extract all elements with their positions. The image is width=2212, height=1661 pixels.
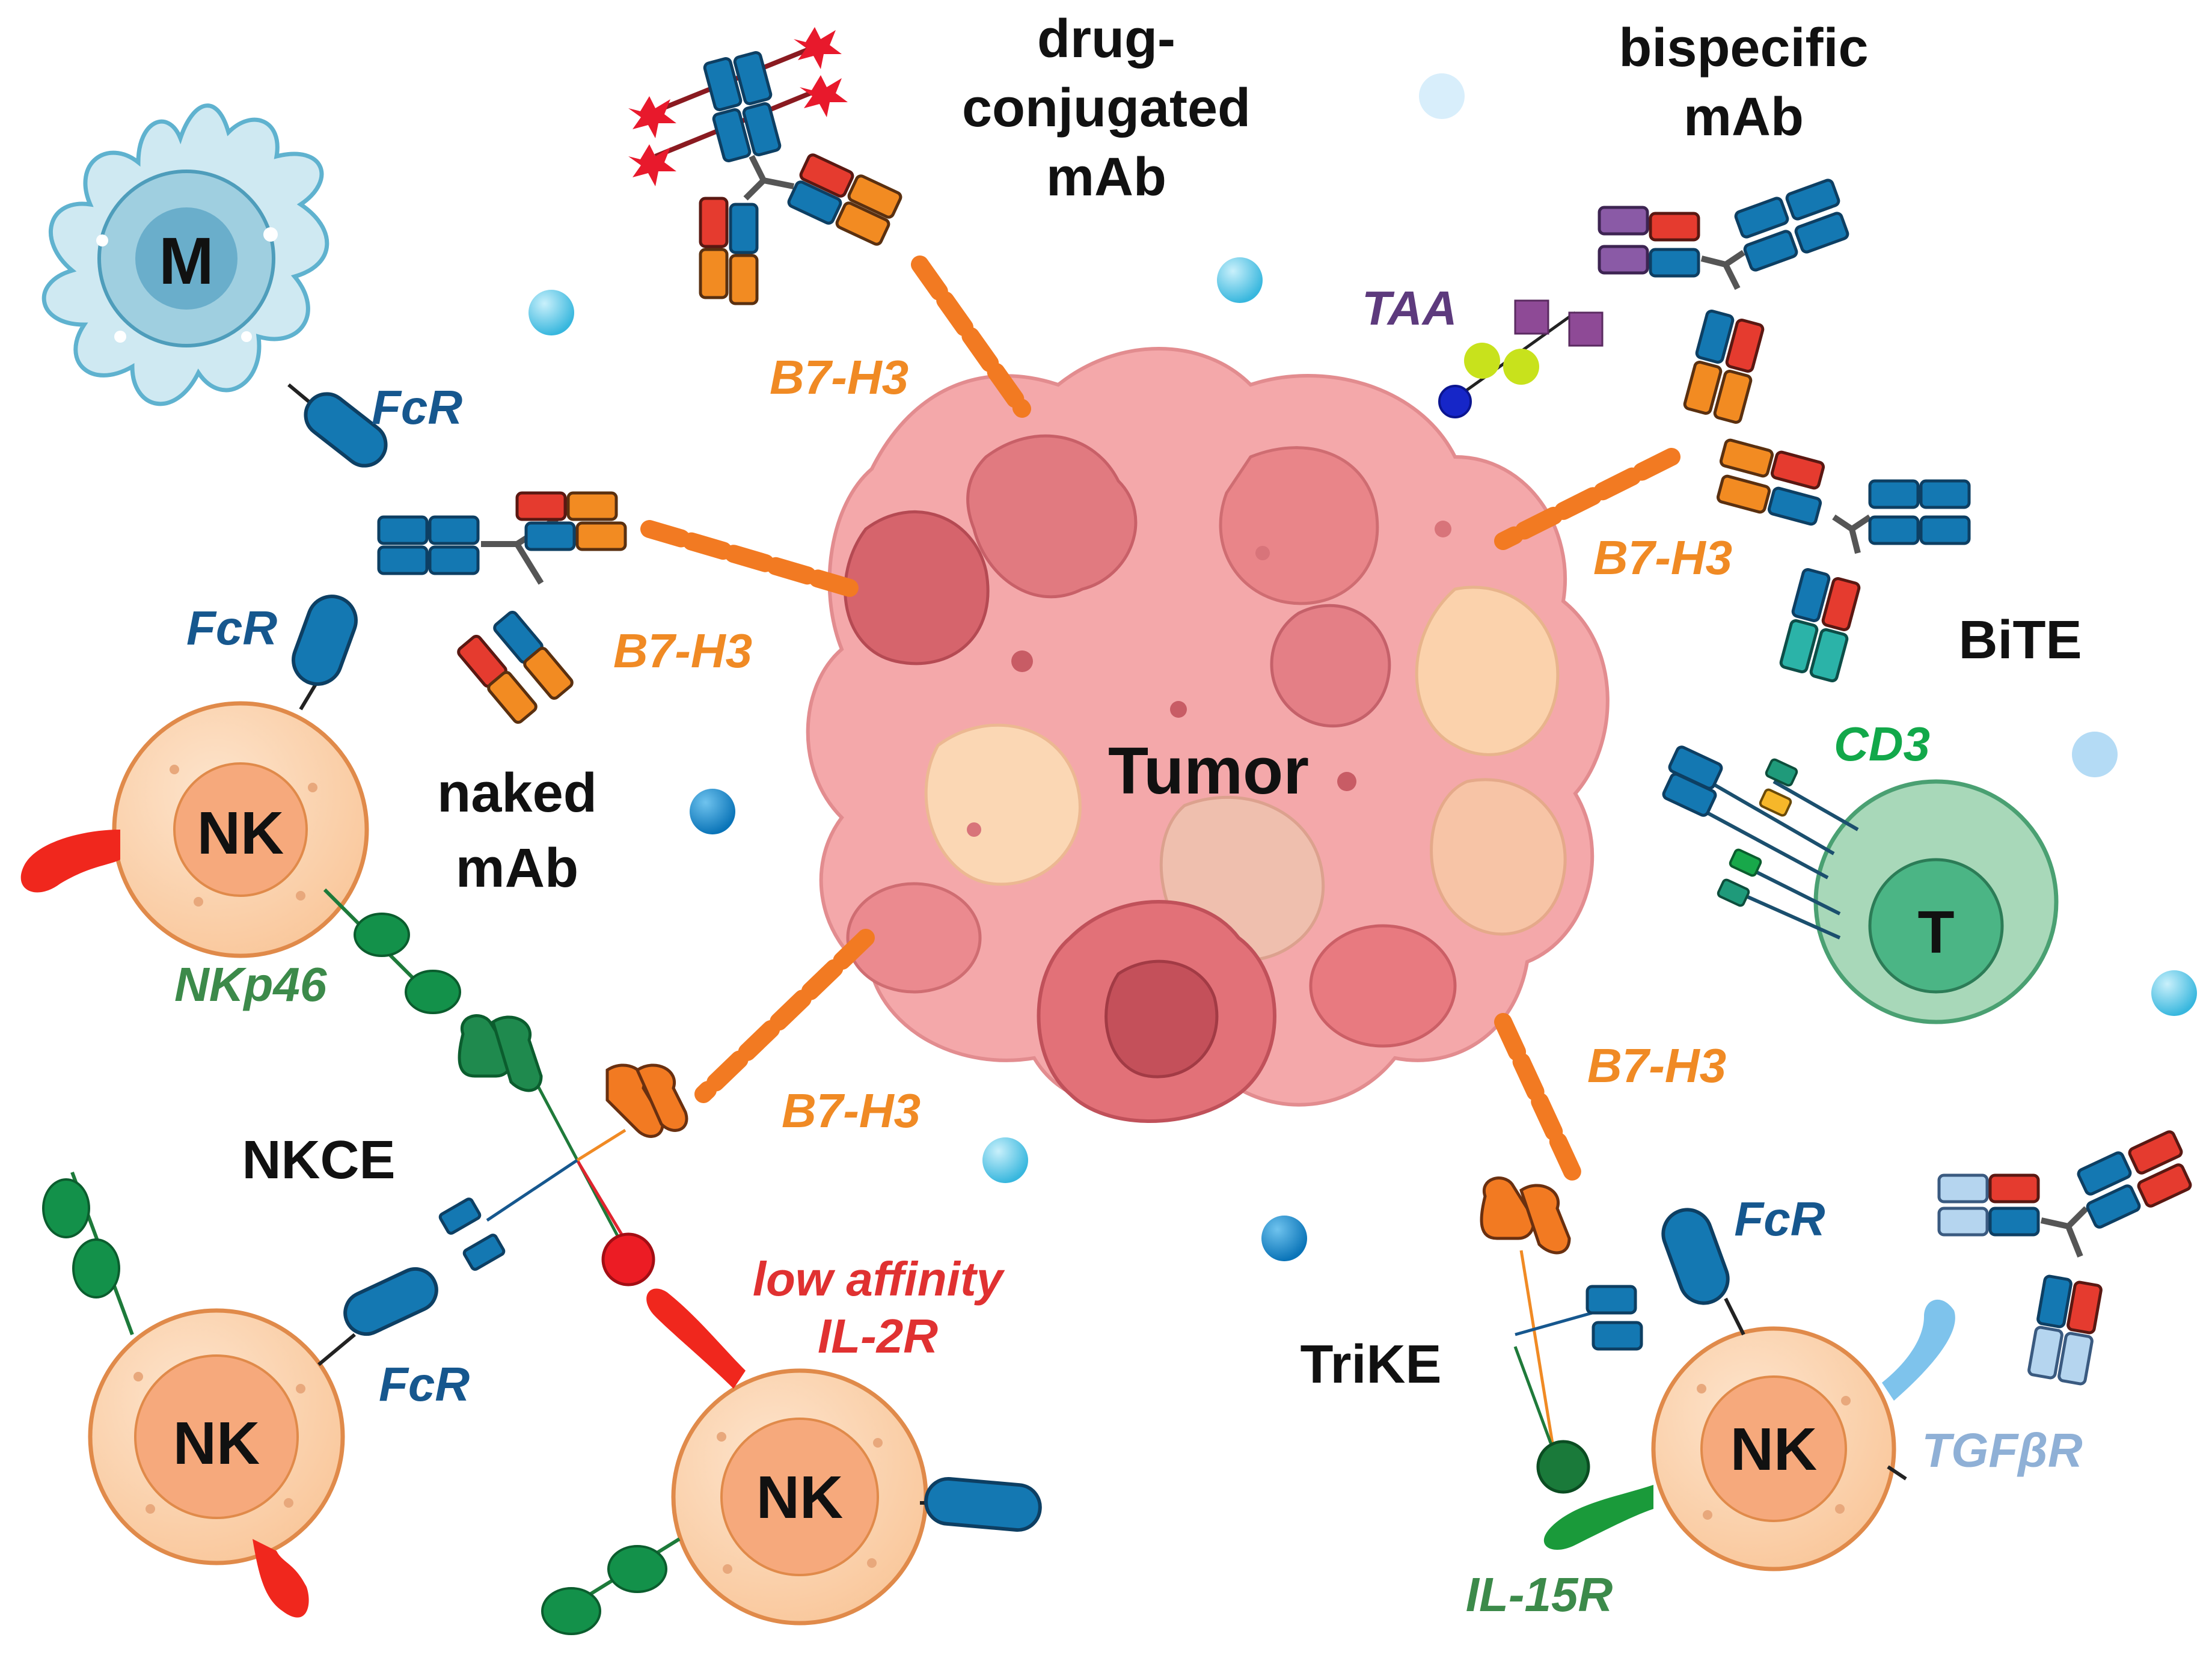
fcr-receptor (292, 595, 358, 686)
nk-label-bottom-center: NK (756, 1464, 843, 1531)
drug-conj-line3: mAb (1046, 147, 1166, 207)
nk-label-upper-left: NK (197, 800, 284, 867)
fcr-label-nk4: FcR (1734, 1192, 1825, 1246)
tgfbr-antibody (1937, 1130, 2192, 1386)
tgfbr-label: TGFβR (1922, 1424, 2083, 1477)
fcr-label-macrophage: FcR (372, 381, 462, 434)
il2r-label-line2: IL-2R (818, 1309, 938, 1363)
nk-cell-lower-right (1543, 1208, 1955, 1571)
drug-conj-line2: conjugated (962, 78, 1251, 138)
nkce-engager (438, 1014, 688, 1286)
il2r-label-line1: low affinity (753, 1252, 1005, 1306)
t-cell-label: T (1917, 899, 1954, 966)
nk-label-lower-left: NK (173, 1410, 260, 1477)
nkp46-receptor (323, 888, 461, 1014)
cd3-label: CD3 (1834, 717, 1930, 771)
fcr-label-nk2: FcR (379, 1357, 470, 1411)
nk-label-lower-right: NK (1730, 1416, 1817, 1483)
macrophage-cell (41, 103, 329, 406)
tumor-mass (806, 347, 1610, 1123)
nk-cell-lower-left (42, 1171, 438, 1618)
nkp46-label: NKp46 (174, 958, 327, 1011)
nk-cell-upper-left (112, 701, 369, 958)
fcr-receptor (304, 392, 388, 468)
b7h3-label-right: B7-H3 (1593, 531, 1732, 584)
fcr-label-nk1: FcR (186, 601, 277, 655)
drug-conjugated-antibody (628, 27, 902, 305)
b7h3-label-lower-right: B7-H3 (1587, 1039, 1726, 1092)
taa-antigen (1438, 299, 1604, 418)
b7h3-chains (640, 255, 1680, 1187)
naked-mab-line2: mAb (456, 837, 578, 899)
naked-mab-antibody (377, 491, 627, 724)
trike-engager (1480, 1176, 1643, 1494)
taa-label: TAA (1362, 281, 1457, 335)
trike-label: TriKE (1300, 1335, 1441, 1395)
bispecific-antibody (1598, 179, 1849, 424)
b7h3-label-top: B7-H3 (770, 350, 908, 404)
drug-conj-line1: drug- (1037, 9, 1175, 69)
macrophage-label: M (159, 224, 214, 298)
cytokine-bubbles (528, 73, 2197, 1261)
bispecific-line2: mAb (1684, 87, 1804, 147)
bispecific-line1: bispecific (1619, 18, 1868, 78)
t-cell (1662, 745, 2059, 1024)
nk-cell-bottom-center (541, 1288, 1042, 1635)
b7h3-label-lower-left: B7-H3 (782, 1084, 921, 1137)
bite-antibody (1716, 438, 1971, 683)
bite-label: BiTE (1958, 610, 2082, 670)
tumor-label: Tumor (1108, 734, 1309, 808)
naked-mab-line1: naked (437, 762, 597, 824)
nkce-label: NKCE (242, 1130, 395, 1190)
il15r-label: IL-15R (1466, 1568, 1613, 1621)
b7h3-label-left: B7-H3 (613, 624, 752, 678)
